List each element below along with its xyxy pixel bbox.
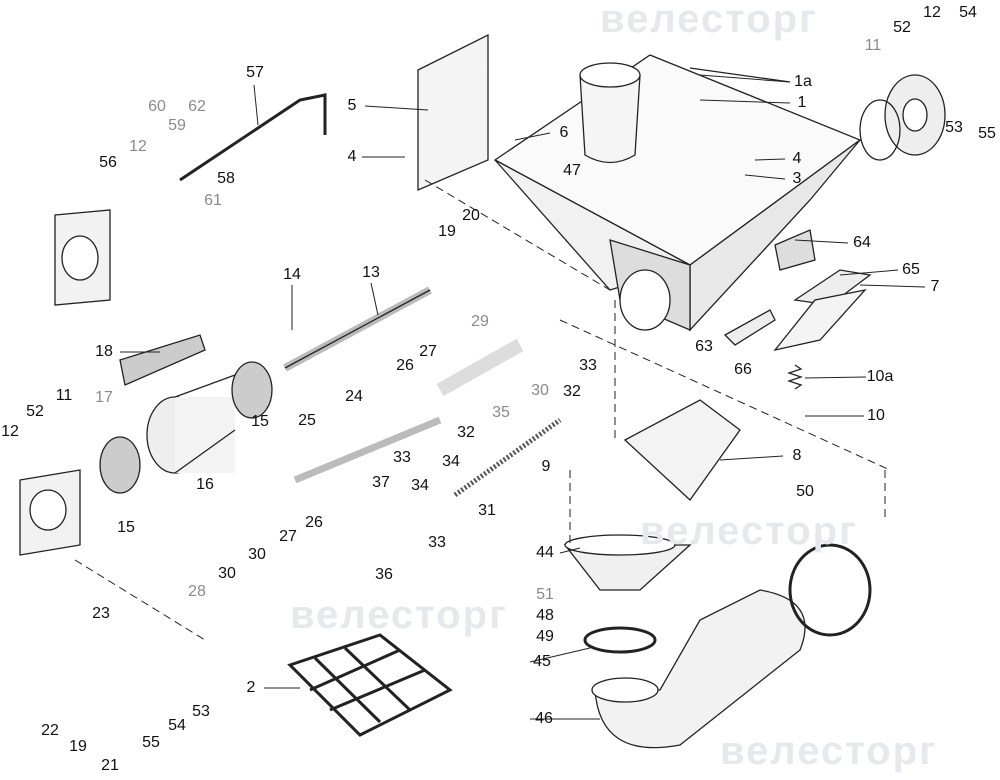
part-label: 46 bbox=[535, 710, 553, 727]
part-label: 1 bbox=[797, 94, 807, 111]
part-label: 22 bbox=[41, 722, 59, 739]
part-label: 34 bbox=[442, 453, 460, 470]
part-label: 49 bbox=[536, 628, 554, 645]
part-label: 1a bbox=[794, 73, 812, 90]
part-label: 52 bbox=[893, 19, 911, 36]
part-label: 28 bbox=[188, 583, 206, 600]
part-label: 30 bbox=[218, 565, 236, 582]
part-label: 25 bbox=[298, 412, 316, 429]
part-label: 10 bbox=[867, 407, 885, 424]
part-label: 8 bbox=[792, 447, 802, 464]
part-label: 12 bbox=[129, 138, 147, 155]
part-label: 20 bbox=[462, 207, 480, 224]
part-label: 56 bbox=[99, 154, 117, 171]
part-label: 19 bbox=[69, 738, 87, 755]
part-label: 60 bbox=[148, 98, 166, 115]
hopper-body bbox=[493, 54, 862, 332]
part-label: 29 bbox=[471, 313, 489, 330]
part-label: 32 bbox=[457, 424, 475, 441]
part-label: 35 bbox=[492, 404, 510, 421]
part-label: 66 bbox=[734, 361, 752, 378]
part-label: 11 bbox=[864, 37, 882, 54]
part-label: 55 bbox=[142, 734, 160, 751]
part-label: 2 bbox=[246, 679, 256, 696]
part-label: 61 bbox=[204, 192, 222, 209]
part-label: 37 bbox=[372, 474, 390, 491]
part-label: 31 bbox=[478, 502, 496, 519]
part-label: 10a bbox=[866, 368, 894, 385]
watermark: велесторг bbox=[600, 0, 818, 41]
part-label: 24 bbox=[345, 388, 363, 405]
part-label: 55 bbox=[978, 125, 996, 142]
side-plate bbox=[417, 33, 489, 191]
part-label: 33 bbox=[393, 449, 411, 466]
part-label: 5 bbox=[347, 97, 357, 114]
screen-grid bbox=[287, 633, 453, 737]
part-label: 44 bbox=[536, 544, 554, 561]
rotor bbox=[99, 361, 273, 494]
part-label: 53 bbox=[945, 119, 963, 136]
part-label: 16 bbox=[196, 476, 214, 493]
part-label: 36 bbox=[375, 566, 393, 583]
part-label: 23 bbox=[92, 605, 110, 622]
part-label: 65 bbox=[902, 261, 920, 278]
part-label: 18 bbox=[95, 343, 113, 360]
part-label: 17 bbox=[95, 389, 113, 406]
part-label: 12 bbox=[1, 423, 19, 440]
part-label: 27 bbox=[419, 343, 437, 360]
part-label: 11 bbox=[55, 387, 73, 404]
part-label: 4 bbox=[792, 150, 802, 167]
part-label: 54 bbox=[959, 4, 977, 21]
part-label: 21 bbox=[101, 757, 119, 774]
part-label: 34 bbox=[411, 477, 429, 494]
part-label: 26 bbox=[305, 514, 323, 531]
part-label: 57 bbox=[246, 64, 264, 81]
part-label: 30 bbox=[248, 546, 266, 563]
part-label: 30 bbox=[531, 382, 549, 399]
part-label: 15 bbox=[251, 413, 269, 430]
part-label: 19 bbox=[438, 223, 456, 240]
part-label: 45 bbox=[533, 653, 551, 670]
part-label: 58 bbox=[217, 170, 235, 187]
part-label: 12 bbox=[923, 4, 941, 21]
part-label: 50 bbox=[796, 483, 814, 500]
part-label: 63 bbox=[695, 338, 713, 355]
part-label: 33 bbox=[428, 534, 446, 551]
part-label: 13 bbox=[362, 264, 380, 281]
part-label: 3 bbox=[792, 170, 802, 187]
watermark: велесторг bbox=[720, 729, 938, 773]
part-label: 54 bbox=[168, 717, 186, 734]
part-label: 6 bbox=[559, 124, 569, 141]
part-label: 14 bbox=[283, 266, 301, 283]
part-label: 4 bbox=[347, 148, 357, 165]
part-label: 64 bbox=[853, 234, 871, 251]
part-label: 9 bbox=[541, 458, 551, 475]
part-label: 48 bbox=[536, 607, 554, 624]
part-label: 47 bbox=[563, 162, 581, 179]
part-label: 7 bbox=[930, 278, 940, 295]
part-label: 59 bbox=[168, 117, 186, 134]
part-label: 27 bbox=[279, 528, 297, 545]
part-label: 62 bbox=[188, 98, 206, 115]
part-label: 51 bbox=[536, 586, 554, 603]
part-label: 52 bbox=[26, 403, 44, 420]
watermark: велесторг bbox=[290, 593, 508, 637]
part-label: 33 bbox=[579, 357, 597, 374]
watermark: велесторг bbox=[640, 509, 858, 553]
part-label: 53 bbox=[192, 703, 210, 720]
part-label: 32 bbox=[563, 383, 581, 400]
part-label: 26 bbox=[396, 357, 414, 374]
part-label: 15 bbox=[117, 519, 135, 536]
